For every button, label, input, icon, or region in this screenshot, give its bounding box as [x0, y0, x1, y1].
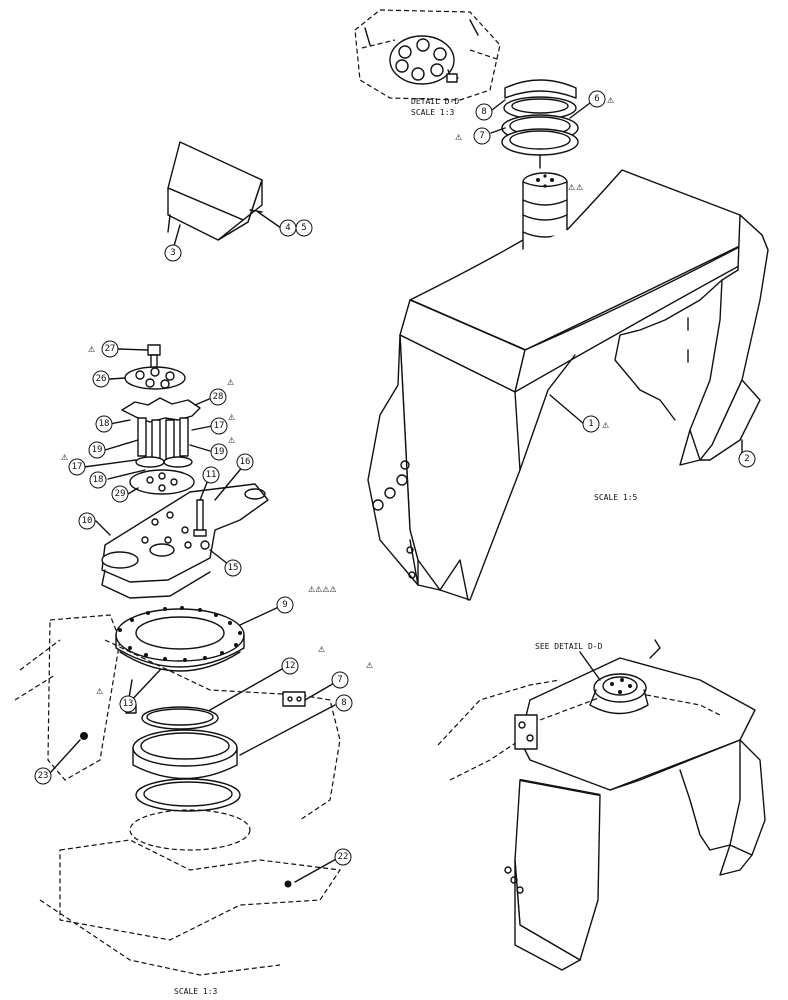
- warning-icon: ⚠: [568, 183, 575, 192]
- callout-29: 29: [111, 485, 129, 503]
- frame-scale: SCALE 1:5: [594, 493, 638, 502]
- callout-17-left: 17: [68, 458, 86, 476]
- callout-18-top: 18: [95, 415, 113, 433]
- warning-icon: ⚠: [96, 687, 103, 696]
- svg-text:18: 18: [99, 419, 110, 429]
- svg-text:10: 10: [82, 516, 93, 526]
- svg-text:7: 7: [479, 131, 484, 141]
- svg-text:17: 17: [72, 462, 83, 472]
- svg-text:1: 1: [588, 419, 593, 429]
- svg-text:8: 8: [341, 698, 346, 708]
- detail-scale: SCALE 1:3: [411, 108, 455, 117]
- warning-icon: ⚠: [228, 436, 235, 445]
- callout-6: 6⚠: [588, 90, 614, 108]
- svg-text:9: 9: [282, 600, 287, 610]
- warning-icon: ⚠: [318, 645, 325, 654]
- svg-text:11: 11: [206, 470, 217, 480]
- svg-text:7: 7: [337, 675, 342, 685]
- exploded-stack: [101, 344, 269, 599]
- frame-assembly-view: [437, 639, 766, 971]
- callout-27: 27: [101, 340, 119, 358]
- callout-22: 22: [334, 848, 352, 866]
- svg-text:⚠: ⚠: [607, 96, 614, 105]
- callout-9: 9: [276, 596, 294, 614]
- svg-text:29: 29: [115, 489, 126, 499]
- assembly-scale: SCALE 1:3: [174, 987, 218, 996]
- svg-text:3: 3: [170, 248, 175, 258]
- callout-19-left: 19: [88, 441, 106, 459]
- warning-icon: ⚠: [228, 413, 235, 422]
- svg-text:2: 2: [744, 454, 749, 464]
- svg-text:15: 15: [228, 563, 239, 573]
- warning-icon: ⚠: [455, 133, 462, 142]
- callout-7-detail: 7: [473, 127, 491, 145]
- svg-text:5: 5: [301, 223, 306, 233]
- view-labels: DETAIL D-D SCALE 1:3 SCALE 1:5 SEE DETAI…: [174, 97, 638, 996]
- callout-2: 2: [738, 450, 756, 468]
- callout-28: 28: [209, 388, 227, 406]
- callout-3: 3: [164, 244, 182, 262]
- wedge-block: [167, 141, 263, 241]
- svg-text:12: 12: [285, 661, 296, 671]
- callout-4: 4: [279, 219, 297, 237]
- svg-text:28: 28: [213, 392, 224, 402]
- callout-1: 1⚠: [582, 415, 609, 433]
- callout-23: 23: [34, 767, 52, 785]
- callout-19-right: 19: [210, 443, 228, 461]
- warning-group-icon: ⚠⚠⚠⚠: [308, 585, 337, 594]
- detail-title: DETAIL D-D: [411, 97, 459, 106]
- warning-icon: ⚠: [61, 453, 68, 462]
- svg-text:16: 16: [240, 457, 251, 467]
- see-detail-label: SEE DETAIL D-D: [535, 642, 603, 651]
- svg-text:8: 8: [481, 107, 486, 117]
- callout-12: 12: [281, 657, 299, 675]
- callout-8: 8: [335, 694, 353, 712]
- warning-icon: ⚠: [88, 345, 95, 354]
- callout-15: 15: [224, 559, 242, 577]
- svg-text:6: 6: [594, 94, 599, 104]
- svg-text:4: 4: [285, 223, 290, 233]
- warning-icon: ⚠: [227, 378, 234, 387]
- callout-11: 11: [202, 466, 220, 484]
- svg-text:13: 13: [123, 699, 134, 709]
- bearing-assembly: [14, 606, 342, 976]
- callout-10: 10: [78, 512, 96, 530]
- main-frame: [367, 169, 769, 601]
- warning-icon: ⚠: [366, 661, 373, 670]
- callout-18-bottom: 18: [89, 471, 107, 489]
- callout-26: 26: [92, 370, 110, 388]
- detail-d-d-view: [354, 9, 501, 101]
- warning-marks: ⚠ ⚠ ⚠ ⚠ ⚠ ⚠⚠⚠⚠ ⚠ ⚠ ⚠ ⚠ ⚠ ⚠: [61, 133, 583, 696]
- warning-icon: ⚠: [576, 183, 583, 192]
- svg-text:23: 23: [38, 771, 49, 781]
- svg-text:⚠: ⚠: [602, 421, 609, 430]
- svg-text:19: 19: [214, 447, 225, 457]
- callout-16: 16: [236, 453, 254, 471]
- svg-text:26: 26: [96, 374, 107, 384]
- callout-13: 13: [119, 695, 137, 713]
- callout-7: 7: [331, 671, 349, 689]
- callout-5: 5: [295, 219, 313, 237]
- callout-8-detail: 8: [475, 103, 493, 121]
- svg-text:19: 19: [92, 445, 103, 455]
- svg-text:27: 27: [105, 344, 116, 354]
- callout-bubbles: 1⚠ 2 3 4 5 6⚠ 7 8 7 8 9 10 11 12 13 15 1…: [34, 90, 756, 866]
- seal-ring-stack: [501, 79, 579, 169]
- svg-text:18: 18: [93, 475, 104, 485]
- svg-text:22: 22: [338, 852, 349, 862]
- svg-text:17: 17: [214, 421, 225, 431]
- callout-17-right: 17: [210, 417, 228, 435]
